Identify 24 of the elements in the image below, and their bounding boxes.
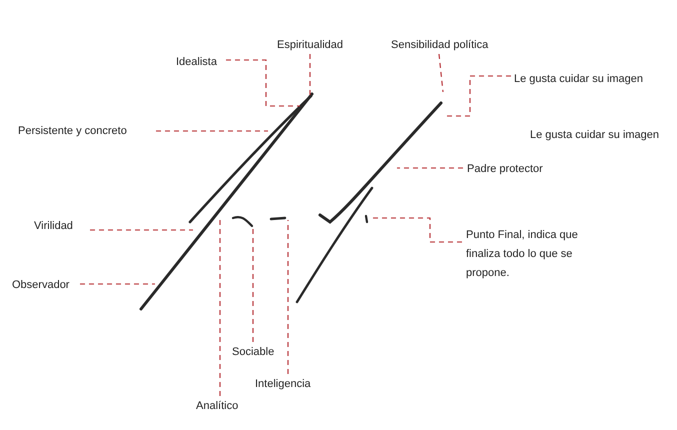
- trait-label: Sensibilidad política: [391, 38, 488, 52]
- leader-line: [309, 54, 311, 95]
- trait-label: Le gusta cuidar su imagen: [514, 72, 644, 86]
- trait-label: Idealista: [176, 55, 217, 69]
- leader-line: [438, 54, 444, 92]
- trait-label: Padre protector: [467, 162, 543, 176]
- leader-line: [252, 228, 254, 342]
- trait-label: Persistente y concreto: [18, 124, 127, 138]
- trait-label: Le gusta cuidar su imagen: [530, 128, 660, 142]
- leader-line: [219, 219, 221, 396]
- trait-label: Analítico: [196, 399, 238, 413]
- trait-label: Sociable: [232, 345, 274, 359]
- leader-line: [156, 130, 268, 132]
- trait-label: Observador: [12, 278, 70, 292]
- leader-line: [226, 59, 300, 107]
- leader-line: [90, 229, 193, 231]
- leader-line: [80, 283, 155, 285]
- trait-label: Inteligencia: [255, 377, 311, 391]
- trait-label: Virilidad: [34, 219, 73, 233]
- leader-line: [373, 217, 462, 243]
- trait-label: Punto Final, indica que finaliza todo lo que se propone.: [466, 226, 601, 283]
- leader-line: [287, 220, 289, 374]
- leader-line: [397, 167, 463, 169]
- trait-label: Espiritualidad: [277, 38, 344, 52]
